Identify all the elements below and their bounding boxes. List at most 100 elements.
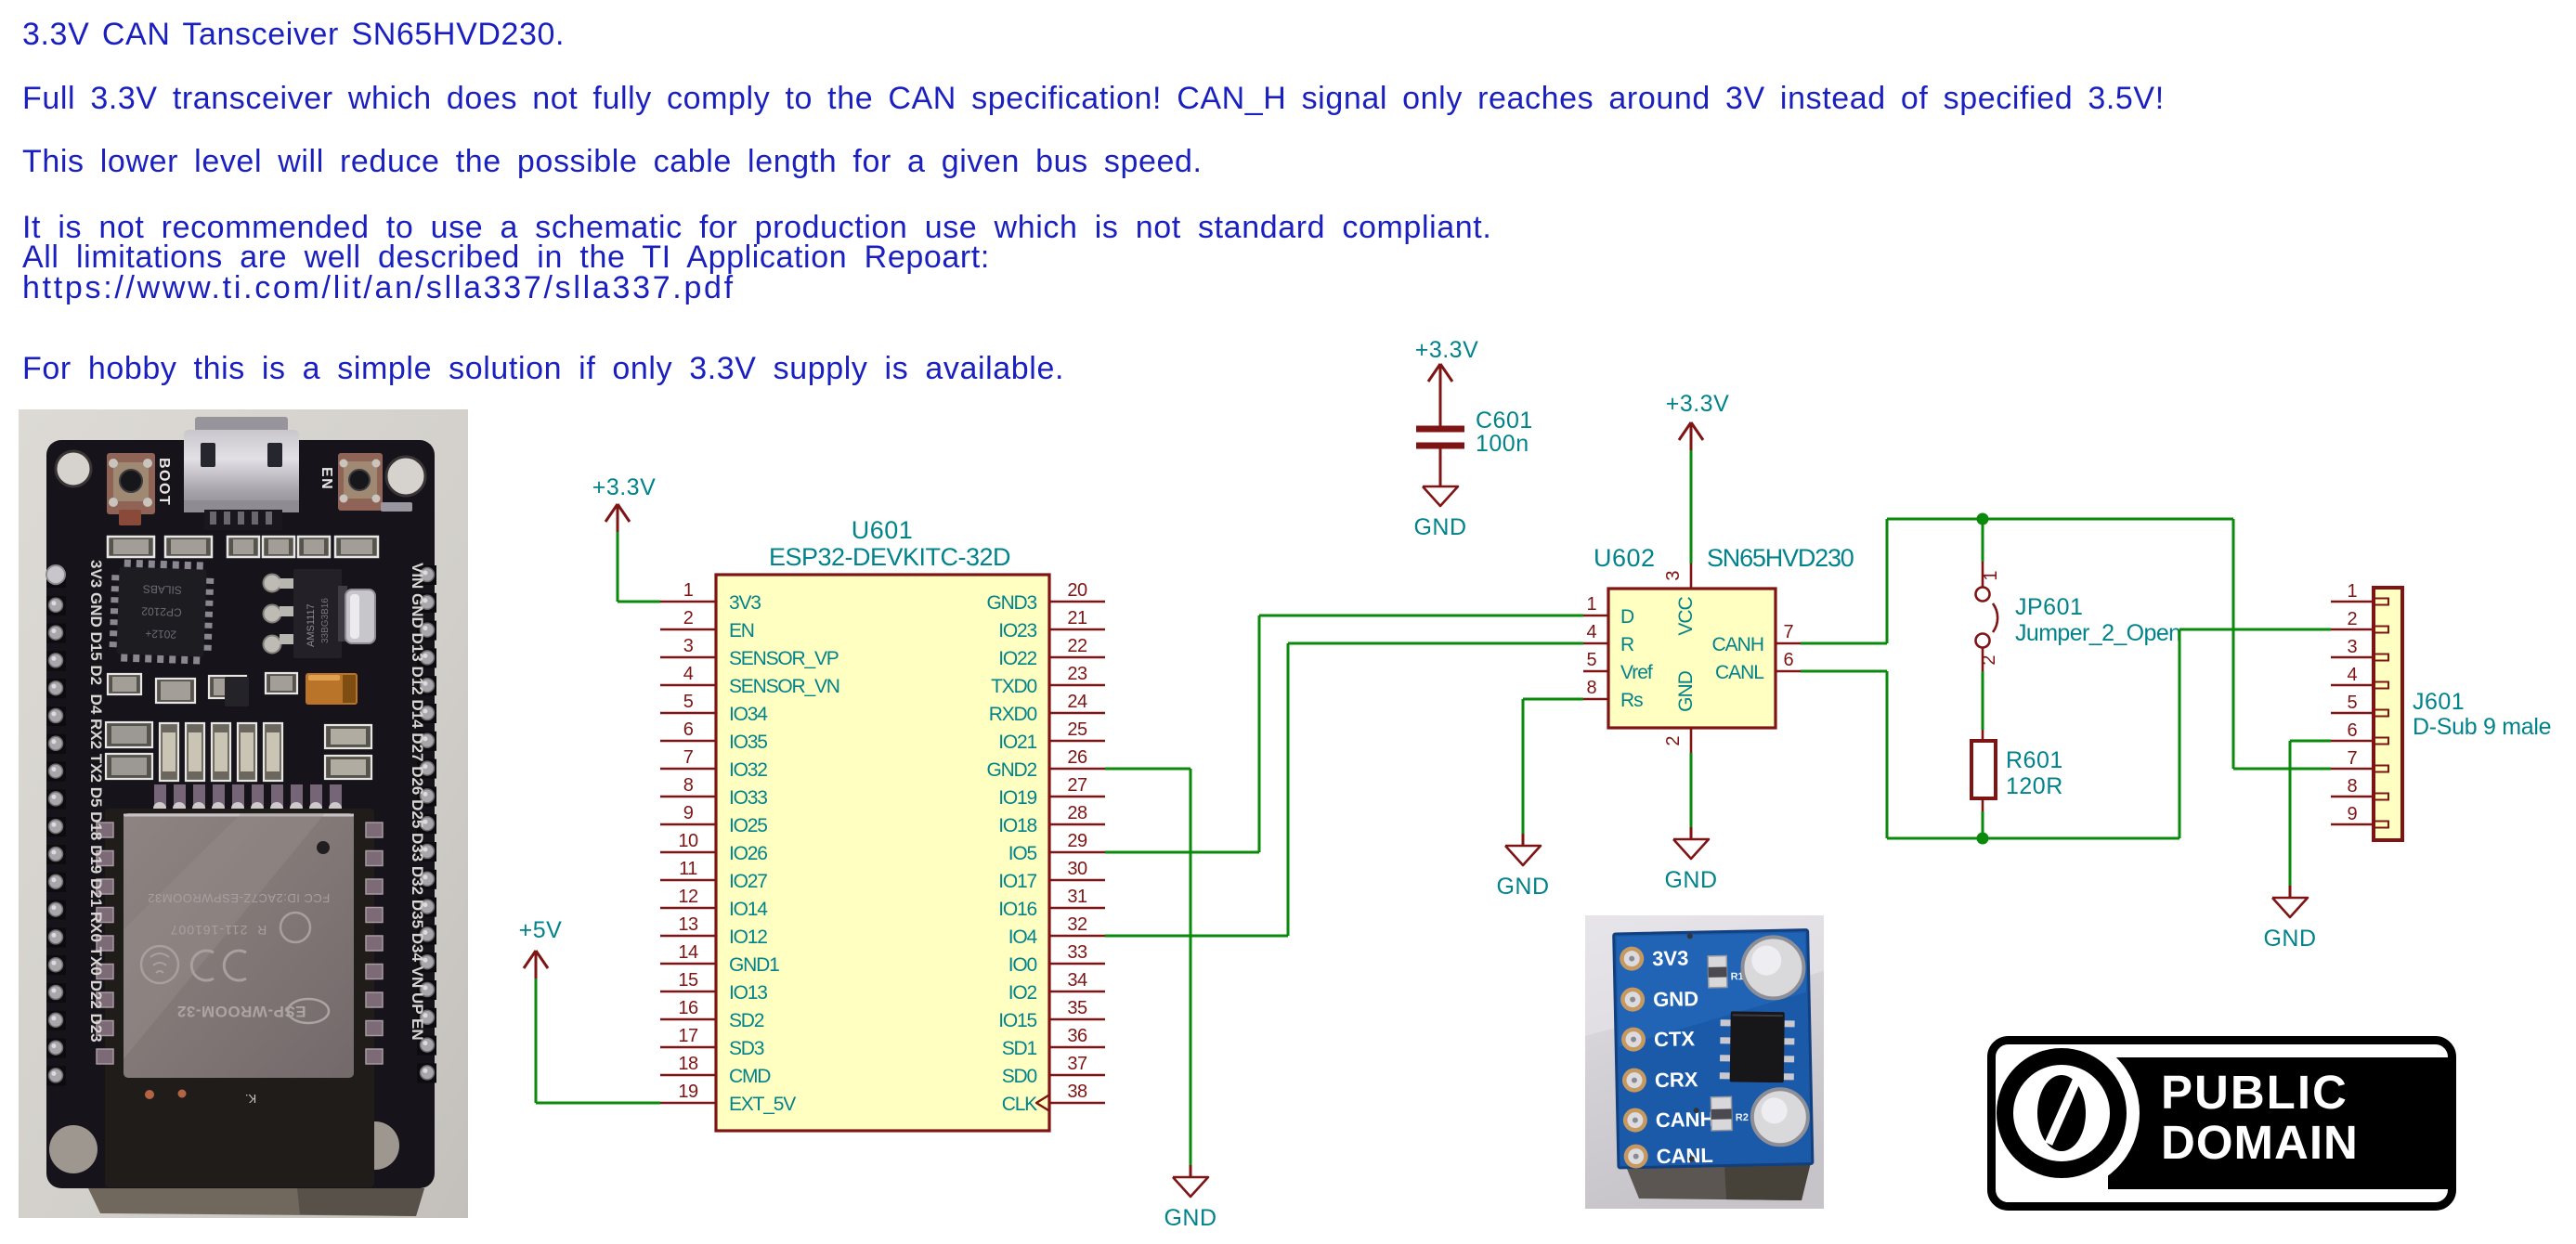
svg-text:IO12: IO12	[729, 927, 767, 948]
svg-text:U602: U602	[1594, 544, 1656, 572]
svg-text:SD0: SD0	[1002, 1066, 1037, 1087]
svg-text:SENSOR_VN: SENSOR_VN	[729, 676, 839, 697]
svg-text:PUBLIC: PUBLIC	[2161, 1066, 2348, 1119]
svg-text:R1: R1	[1731, 971, 1744, 982]
svg-text:27: 27	[1067, 775, 1087, 796]
svg-text:1: 1	[1586, 594, 1596, 615]
svg-text:7: 7	[683, 747, 694, 768]
svg-text:12: 12	[678, 887, 698, 907]
svg-text:31: 31	[1067, 887, 1087, 907]
svg-text:3.3V CAN Tansceiver SN65HVD230: 3.3V CAN Tansceiver SN65HVD230.	[22, 17, 565, 52]
svg-text:33BG3B16: 33BG3B16	[320, 598, 331, 643]
svg-text:28: 28	[1067, 803, 1087, 823]
svg-text:26: 26	[1067, 747, 1087, 768]
svg-text:BOOT: BOOT	[156, 458, 172, 506]
svg-text:9: 9	[2347, 804, 2357, 824]
svg-text:IO35: IO35	[729, 732, 767, 753]
svg-text:VIN GND D13 D12 D14 D27 D26 D2: VIN GND D13 D12 D14 D27 D26 D25 D33 D32 …	[409, 563, 426, 1041]
svg-text:2: 2	[1663, 735, 1684, 745]
svg-text:1: 1	[2347, 581, 2357, 602]
svg-text:3: 3	[2347, 637, 2357, 657]
svg-text:GND: GND	[1675, 670, 1697, 712]
svg-text:CMD: CMD	[729, 1066, 771, 1087]
svg-text:SENSOR_VP: SENSOR_VP	[729, 648, 839, 669]
svg-text:SD3: SD3	[729, 1038, 764, 1059]
svg-text:D-Sub 9 male: D-Sub 9 male	[2413, 714, 2551, 740]
svg-text:Jumper_2_Open: Jumper_2_Open	[2015, 620, 2180, 646]
svg-text:ESP32-DEVKITC-32D: ESP32-DEVKITC-32D	[769, 543, 1010, 571]
svg-text:AMS1117: AMS1117	[306, 603, 317, 647]
svg-text:100n: 100n	[1476, 431, 1529, 457]
svg-text:CP2102: CP2102	[141, 604, 182, 619]
svg-text:4: 4	[2347, 665, 2357, 685]
svg-text:120R: 120R	[2006, 773, 2063, 799]
svg-text:CRX: CRX	[1655, 1068, 1698, 1092]
svg-text:IO4: IO4	[1008, 927, 1038, 948]
svg-text:14: 14	[678, 942, 698, 963]
svg-text:7: 7	[2347, 748, 2357, 769]
svg-text:34: 34	[1067, 970, 1087, 991]
svg-text:35: 35	[1067, 998, 1087, 1018]
svg-text:EN: EN	[729, 620, 754, 641]
svg-text:J601: J601	[2413, 689, 2465, 715]
svg-text:This lower level will reduce t: This lower level will reduce the possibl…	[22, 144, 1203, 179]
svg-text:K.: K.	[245, 1092, 256, 1106]
svg-text:8: 8	[1586, 678, 1596, 698]
svg-text:3: 3	[683, 636, 694, 656]
svg-text:24: 24	[1067, 692, 1087, 712]
svg-text:R2: R2	[1736, 1112, 1749, 1123]
svg-text:21: 21	[1067, 608, 1087, 628]
svg-text:Vref: Vref	[1620, 662, 1653, 683]
svg-text:JP601: JP601	[2015, 594, 2083, 620]
svg-text:IO23: IO23	[998, 620, 1036, 641]
svg-text:13: 13	[678, 914, 698, 935]
svg-text:SD2: SD2	[729, 1010, 764, 1031]
svg-text:SN65HVD230: SN65HVD230	[1707, 544, 1854, 572]
svg-text:R 211-161007: R 211-161007	[170, 923, 267, 938]
svg-text:+3.3V: +3.3V	[1415, 337, 1479, 363]
svg-text:18: 18	[678, 1054, 698, 1074]
svg-text:GND: GND	[1664, 867, 1717, 893]
svg-text:GND3: GND3	[986, 592, 1036, 614]
svg-text:EXT_5V: EXT_5V	[729, 1094, 796, 1115]
svg-text:7: 7	[1783, 622, 1793, 642]
svg-text:EN: EN	[319, 467, 334, 490]
svg-text:8: 8	[2347, 776, 2357, 797]
svg-text:4: 4	[1586, 622, 1596, 642]
svg-text:GND: GND	[1164, 1205, 1216, 1231]
svg-text:C601: C601	[1476, 408, 1533, 434]
svg-text:IO16: IO16	[998, 899, 1036, 920]
svg-text:29: 29	[1067, 831, 1087, 851]
svg-text:GND: GND	[2263, 926, 2316, 952]
svg-text:R: R	[1620, 634, 1634, 655]
svg-text:IO27: IO27	[729, 871, 767, 892]
svg-text:IO19: IO19	[998, 787, 1036, 809]
svg-text:19: 19	[678, 1082, 698, 1102]
svg-text:38: 38	[1067, 1082, 1087, 1102]
svg-text:2012+: 2012+	[145, 627, 176, 641]
svg-text:SD1: SD1	[1002, 1038, 1037, 1059]
svg-text:D: D	[1620, 606, 1634, 628]
svg-text:CANH: CANH	[1711, 634, 1763, 655]
svg-text:4: 4	[683, 664, 694, 684]
svg-text:IO15: IO15	[998, 1010, 1036, 1031]
svg-text:GND: GND	[1653, 987, 1698, 1011]
svg-text:CTX: CTX	[1654, 1027, 1696, 1051]
svg-text:32: 32	[1067, 914, 1087, 935]
svg-text:FCC ID:2AC7Z-ESPWROOM32: FCC ID:2AC7Z-ESPWROOM32	[148, 891, 330, 905]
svg-text:6: 6	[2347, 720, 2357, 741]
svg-text:20: 20	[1067, 580, 1087, 601]
svg-text:25: 25	[1067, 719, 1087, 740]
svg-text:3V3: 3V3	[729, 592, 761, 614]
svg-text:ESP-WROOM-32: ESP-WROOM-32	[176, 1003, 306, 1020]
svg-text:GND: GND	[1413, 514, 1466, 540]
svg-text:6: 6	[683, 719, 694, 740]
svg-text:IO18: IO18	[998, 815, 1036, 836]
svg-text:IO22: IO22	[998, 648, 1036, 669]
svg-text:17: 17	[678, 1026, 698, 1046]
svg-text:TXD0: TXD0	[991, 676, 1036, 697]
svg-text:IO5: IO5	[1008, 843, 1037, 864]
svg-text:23: 23	[1067, 664, 1087, 684]
svg-text:IO34: IO34	[729, 704, 768, 725]
svg-text:GND1: GND1	[729, 954, 779, 976]
